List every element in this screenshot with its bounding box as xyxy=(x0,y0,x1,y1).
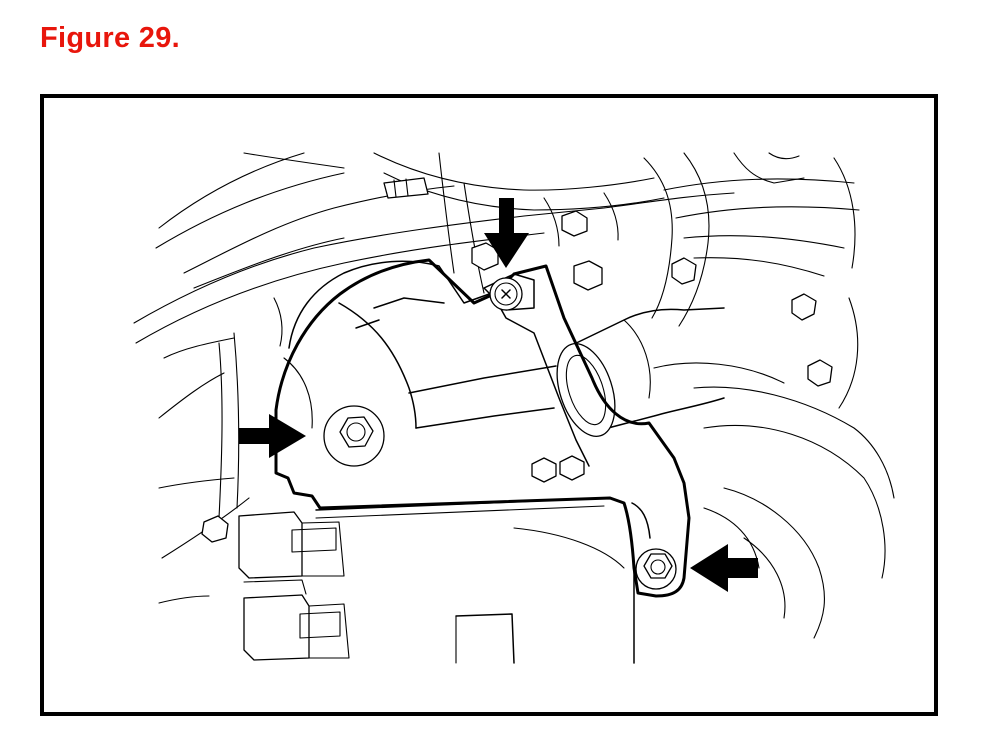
pipe-outlet xyxy=(556,307,725,438)
bolt-icon xyxy=(791,293,817,321)
bracket-outline xyxy=(274,258,691,598)
bolt-icon xyxy=(671,257,697,285)
arrow-icon xyxy=(690,544,758,592)
bolt-icon xyxy=(559,455,585,481)
bolt-icon xyxy=(201,515,229,543)
diagram-frame xyxy=(40,94,938,716)
top-screw xyxy=(483,273,535,311)
bracket-foot xyxy=(631,502,677,590)
figure-title: Figure 29. xyxy=(40,22,180,54)
throttle-body-housing xyxy=(288,260,590,467)
bolt-icon xyxy=(531,457,557,483)
background-bolts xyxy=(201,210,833,543)
bolt-icon xyxy=(643,553,673,579)
bolt-icon xyxy=(561,210,588,237)
connector-lower xyxy=(243,594,310,661)
bolt-icon xyxy=(807,359,833,387)
arrow-icon xyxy=(484,198,529,268)
arrow-icon xyxy=(239,414,306,458)
callout-arrows xyxy=(239,198,758,592)
bolt-icon xyxy=(573,260,603,291)
bolt-icon xyxy=(339,416,374,448)
lower-module xyxy=(238,497,635,664)
engine-bracket-diagram xyxy=(133,152,895,664)
bolt-icon xyxy=(471,242,499,271)
